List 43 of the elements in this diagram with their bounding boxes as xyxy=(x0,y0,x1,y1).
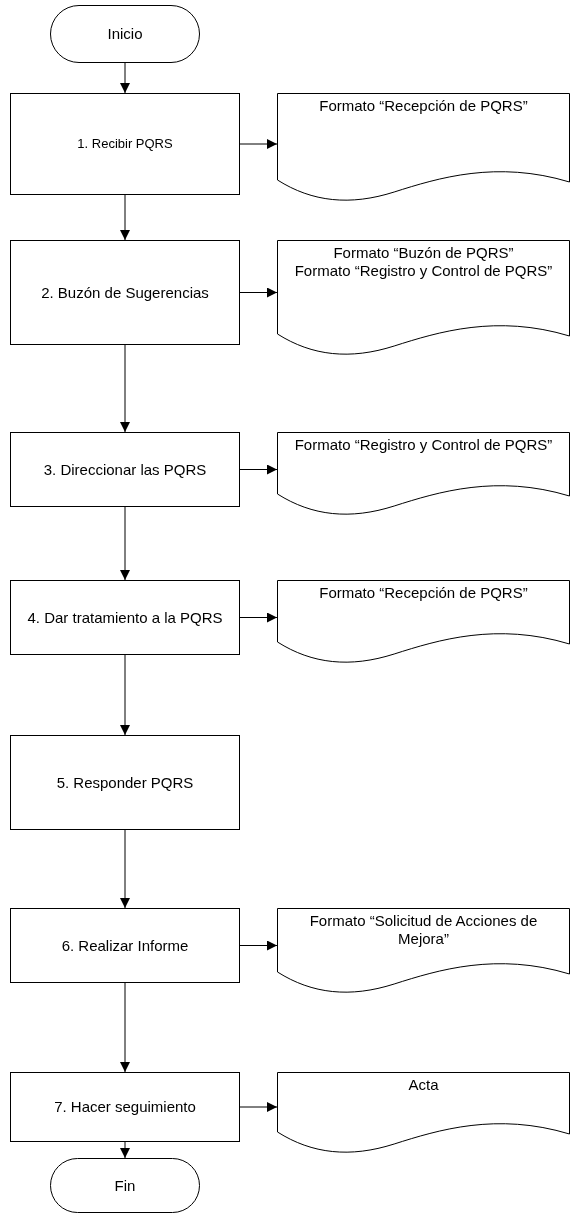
arrow xyxy=(239,1102,278,1112)
document-shape xyxy=(277,432,570,512)
arrow xyxy=(120,62,130,94)
arrow xyxy=(120,654,130,736)
document-shape xyxy=(277,1072,570,1150)
process-box xyxy=(10,432,240,507)
arrow xyxy=(239,139,278,149)
node-label: Inicio xyxy=(107,25,143,43)
node-label: 1. Recibir PQRS xyxy=(77,136,173,152)
process-box xyxy=(10,908,240,983)
arrow xyxy=(120,194,130,241)
node-label: 3. Direccionar las PQRS xyxy=(43,460,207,479)
process-box xyxy=(10,1072,240,1142)
node-label: Formato “Recepción de PQRS” xyxy=(319,584,528,602)
process-box xyxy=(10,580,240,655)
node-label: Fin xyxy=(114,1176,136,1195)
node-label: 6. Realizar Informe xyxy=(61,936,189,955)
process-box xyxy=(10,93,240,195)
arrow xyxy=(239,287,278,298)
process-box xyxy=(10,240,240,345)
document-shape xyxy=(277,908,570,990)
node-label: 4. Dar tratamiento a la PQRS xyxy=(27,608,223,627)
arrow xyxy=(239,464,278,475)
node-label: Formato “Registro y Control de PQRS” xyxy=(294,262,553,280)
arrow xyxy=(120,506,130,581)
document-shape xyxy=(277,580,570,660)
node-label: Formato “Buzón de PQRS” xyxy=(333,244,514,262)
node-label: Formato “Recepción de PQRS” xyxy=(319,97,528,115)
node-label: 5. Responder PQRS xyxy=(56,773,194,792)
arrow xyxy=(120,1141,130,1159)
arrow xyxy=(239,612,278,623)
document-shape xyxy=(277,93,570,198)
document-shape xyxy=(277,240,570,352)
node-label: 2. Buzón de Sugerencias xyxy=(41,283,209,302)
node-label: Formato “Solicitud de Acciones de Mejora” xyxy=(308,912,539,948)
node-label: 7. Hacer seguimiento xyxy=(54,1098,196,1116)
arrow xyxy=(120,344,130,433)
arrow xyxy=(120,982,130,1073)
arrow xyxy=(120,829,130,909)
arrow xyxy=(239,940,278,951)
process-box xyxy=(10,735,240,830)
node-label: Acta xyxy=(408,1076,439,1094)
node-label: Formato “Registro y Control de PQRS” xyxy=(294,436,553,454)
